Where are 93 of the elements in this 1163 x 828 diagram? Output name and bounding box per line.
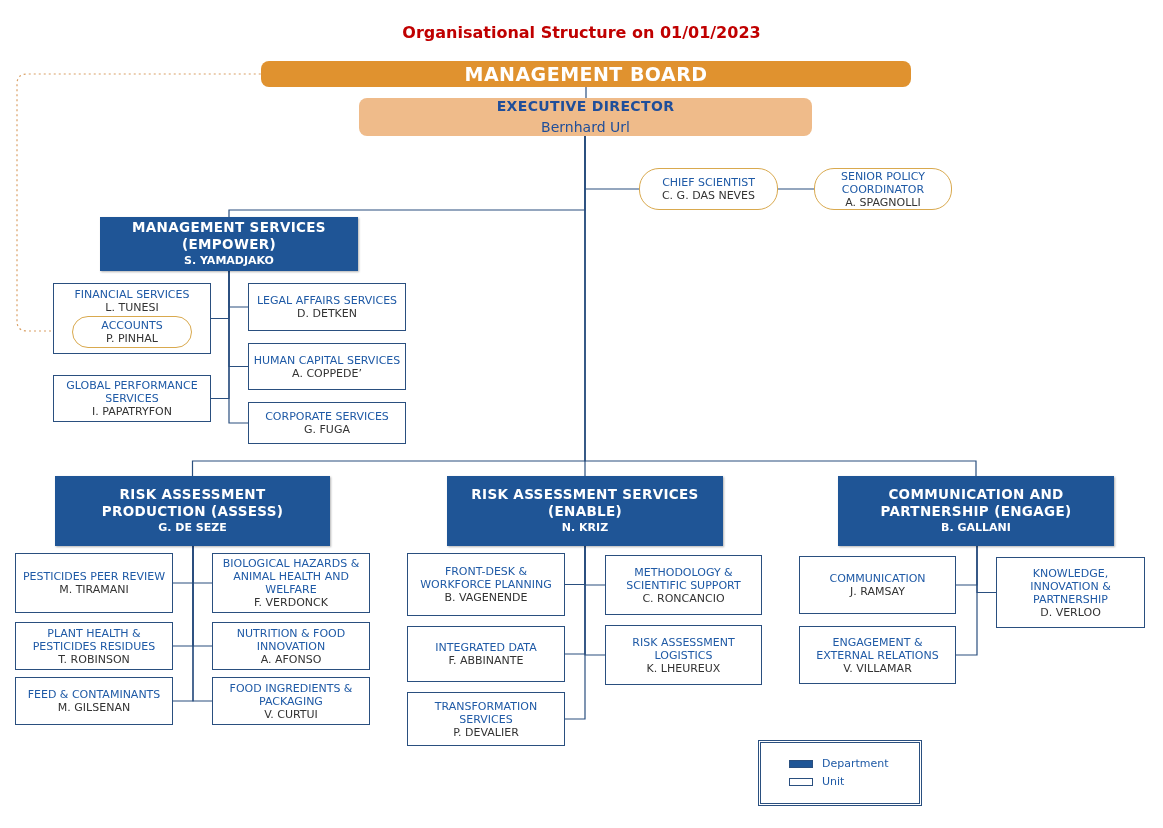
director-box — [359, 98, 812, 136]
unit-title: PESTICIDES PEER REVIEW — [21, 570, 167, 583]
unit-box — [248, 283, 406, 331]
person-name: G. FUGA — [304, 423, 350, 436]
person-name: V. VILLAMAR — [843, 661, 912, 675]
unit-title: FRONT-DESK & WORKFORCE PLANNING — [419, 565, 553, 591]
unit-title: RISK ASSESSMENT SERVICES (ENABLE) — [470, 485, 700, 520]
unit-title: FEED & CONTAMINANTS — [26, 688, 162, 701]
role-pill — [639, 168, 778, 210]
connector-line — [228, 270, 249, 424]
person-name: M. GILSENAN — [57, 701, 131, 714]
person-name: G. DE SEZE — [158, 519, 227, 536]
unit-box — [407, 692, 565, 746]
legend-label: Unit — [822, 774, 845, 790]
unit-title: FOOD INGREDIENTS & PACKAGING — [228, 681, 354, 708]
person-name: P. PINHAL — [106, 332, 158, 345]
unit-box — [248, 402, 406, 444]
person-name: N. KRIZ — [561, 519, 609, 536]
unit-box — [53, 375, 211, 422]
unit-box — [996, 557, 1145, 628]
unit-title: PLANT HEALTH & PESTICIDES RESIDUES — [31, 626, 157, 653]
unit-title: RISK ASSESSMENT PRODUCTION (ASSESS) — [100, 485, 285, 520]
connector-line — [955, 545, 978, 656]
unit-title: TRANSFORMATION SERVICES — [433, 699, 539, 726]
person-name: V. CURTUI — [264, 707, 318, 721]
person-name: C. G. DAS NEVES — [661, 189, 756, 202]
person-name: A. SPAGNOLLI — [845, 195, 921, 209]
unit-box — [212, 553, 370, 613]
unit-box — [605, 555, 762, 615]
unit-title: COMMUNICATION AND PARTNERSHIP (ENGAGE) — [879, 485, 1073, 520]
legend-label: Department — [822, 755, 889, 772]
unit-box — [53, 283, 211, 354]
unit-box — [605, 625, 762, 685]
person-name: B. GALLANI — [941, 519, 1011, 536]
unit-title: ENGAGEMENT & EXTERNAL RELATIONS — [815, 635, 940, 662]
person-name: J. RAMSAY — [850, 585, 905, 598]
unit-title: RISK ASSESSMENT LOGISTICS — [631, 635, 736, 662]
unit-box — [407, 553, 565, 616]
department-box — [447, 476, 723, 546]
unit-title: MANAGEMENT SERVICES (EMPOWER) — [131, 218, 327, 253]
person-name: Bernhard Url — [541, 118, 630, 137]
department-box — [55, 476, 330, 546]
role-pill — [72, 316, 192, 348]
unit-box — [799, 626, 956, 684]
dotted-line — [16, 73, 262, 332]
connector-line — [585, 86, 587, 99]
person-name: T. ROBINSON — [58, 652, 130, 666]
person-name: C. RONCANCIO — [642, 591, 725, 605]
unit-box — [212, 622, 370, 670]
unit-title: EXECUTIVE DIRECTOR — [496, 97, 675, 116]
department-box — [838, 476, 1114, 546]
unit-title: GLOBAL PERFORMANCE SERVICES — [65, 379, 199, 405]
unit-title: METHODOLOGY & SCIENTIFIC SUPPORT — [625, 565, 742, 592]
unit-box — [15, 677, 173, 725]
unit-title: CORPORATE SERVICES — [264, 410, 390, 423]
person-name: M. TIRAMANI — [59, 583, 129, 596]
person-name: F. ABBINANTE — [448, 654, 524, 667]
role-pill — [814, 168, 952, 210]
unit-title: CHIEF SCIENTIST — [662, 176, 755, 189]
person-name: A. AFONSO — [260, 652, 322, 666]
person-name: L. TUNESI — [105, 301, 159, 314]
person-name: P. DEVALIER — [453, 725, 519, 739]
unit-box — [15, 622, 173, 670]
person-name: D. VERLOO — [1040, 605, 1101, 619]
board-bar — [261, 61, 911, 87]
unit-title: FINANCIAL SERVICES — [74, 288, 190, 301]
connector-line — [192, 545, 213, 702]
department-box — [100, 217, 358, 271]
person-name: I. PAPATRYFON — [92, 405, 172, 418]
unit-title: LEGAL AFFAIRS SERVICES — [255, 294, 399, 307]
connector-line — [564, 545, 586, 720]
unit-title: HUMAN CAPITAL SERVICES — [252, 353, 402, 367]
unit-title: INTEGRATED DATA — [434, 641, 538, 654]
person-name: S. YAMADJAKO — [184, 252, 274, 269]
unit-title: COMMUNICATION — [828, 572, 927, 585]
chart-title: Organisational Structure on 01/01/2023 — [401, 22, 762, 44]
person-name: D. DETKEN — [297, 307, 357, 320]
unit-box — [15, 553, 173, 613]
unit-title: NUTRITION & FOOD INNOVATION — [235, 626, 347, 653]
unit-box — [407, 626, 565, 682]
unit-title: ACCOUNTS — [101, 319, 163, 332]
unit-title: BIOLOGICAL HAZARDS & ANIMAL HEALTH AND WELFARE — [221, 557, 361, 596]
connector-line — [777, 188, 815, 190]
person-name: B. VAGENENDE — [444, 591, 528, 604]
unit-box — [799, 556, 956, 614]
unit-title: KNOWLEDGE, INNOVATION & PARTNERSHIP — [1029, 566, 1112, 606]
person-name: F. VERDONCK — [254, 596, 328, 609]
unit-title: SENIOR POLICY COORDINATOR — [839, 169, 927, 196]
person-name: K. LHEUREUX — [646, 661, 721, 675]
unit-box — [248, 343, 406, 390]
unit-title: MANAGEMENT BOARD — [464, 61, 708, 87]
person-name: A. COPPEDE’ — [292, 366, 362, 380]
unit-box — [212, 677, 370, 725]
